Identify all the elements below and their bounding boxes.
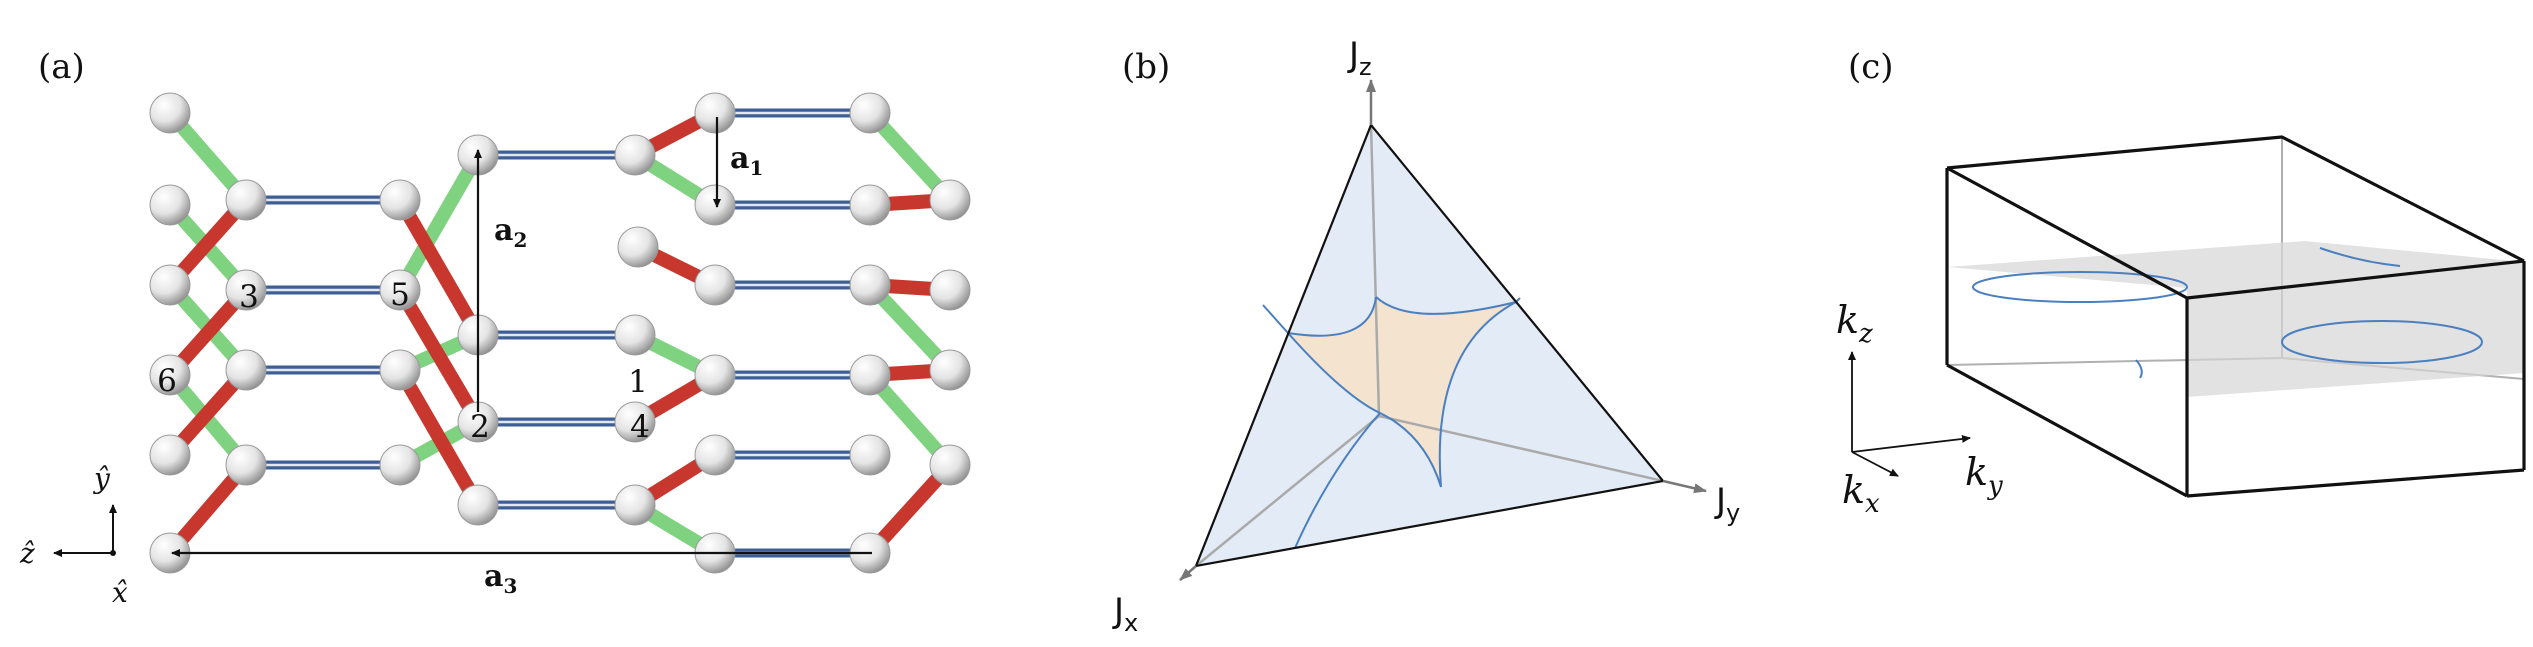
site-label-5: 5 — [390, 277, 410, 313]
lattice-site — [225, 179, 267, 221]
lattice-site — [225, 349, 267, 391]
lattice-site — [149, 184, 191, 226]
jz-label: Jz — [1347, 35, 1372, 81]
coordinate-axes: ŷ ẑ x̂ — [19, 462, 128, 609]
brillouin-box — [1945, 135, 2526, 498]
site-labels: 1 2 3 4 5 6 — [157, 277, 650, 445]
boundary-curve-top — [1375, 296, 1517, 315]
panel-b: (b) Jz Jy Jx — [1112, 35, 1740, 637]
panel-label-b: (b) — [1122, 47, 1170, 87]
lattice-site — [694, 264, 736, 306]
kz-cut-plane — [1948, 241, 2524, 288]
boundary-curve-left — [1287, 296, 1377, 337]
lattice-site — [379, 269, 421, 311]
fermi-contours — [1972, 247, 2483, 379]
lattice-site — [379, 349, 421, 391]
x-bond — [393, 283, 485, 429]
x-bond — [393, 363, 485, 512]
lattice-site — [849, 92, 891, 134]
lattice-site — [849, 354, 891, 396]
lattice-site — [225, 444, 267, 486]
lattice-site — [694, 354, 736, 396]
a2-label: a2 — [494, 213, 527, 252]
phase-boundaries — [1262, 296, 1521, 549]
lattice-site — [929, 269, 971, 311]
lattice-site — [225, 269, 267, 311]
site-label-4: 4 — [630, 409, 650, 445]
site-label-6: 6 — [157, 363, 177, 399]
lattice-sites — [149, 92, 971, 574]
boundary-lower-left — [1294, 412, 1381, 549]
panel-label-c: (c) — [1848, 47, 1894, 87]
x-axis-label: x̂ — [112, 576, 128, 609]
lattice-site — [849, 264, 891, 306]
lattice-site — [929, 349, 971, 391]
jx-axis-arrow — [1179, 565, 1197, 581]
lattice-site — [929, 444, 971, 486]
k-axes: kz ky kx — [1836, 298, 2003, 519]
lattice-site — [614, 314, 656, 356]
fermi-contour-right — [2281, 320, 2483, 364]
lattice-site — [849, 434, 891, 476]
panel-label-a: (a) — [38, 47, 85, 87]
lattice-site — [617, 226, 659, 268]
a1-label: a1 — [730, 141, 763, 180]
lattice-site — [694, 184, 736, 226]
lattice-site — [614, 134, 656, 176]
lattice-site — [149, 264, 191, 306]
ky-label: ky — [1965, 450, 2003, 501]
lattice-site — [379, 179, 421, 221]
lattice-site — [379, 444, 421, 486]
lattice-site — [849, 184, 891, 226]
jy-label: Jy — [1714, 481, 1740, 527]
site-label-2: 2 — [470, 409, 490, 445]
lattice-site — [149, 354, 191, 396]
jx-inner-axis — [1195, 415, 1380, 567]
z-axis-label: ẑ — [19, 537, 35, 570]
fermi-contour-bottom — [2135, 359, 2143, 379]
kz-label: kz — [1836, 298, 1873, 349]
gapless-phase-region — [1288, 297, 1516, 487]
lattice-site — [614, 484, 656, 526]
lattice-site — [149, 92, 191, 134]
y-bond — [393, 148, 485, 297]
lattice-site — [929, 179, 971, 221]
boundary-left-to-edge — [1262, 304, 1289, 334]
jz-inner-axis — [1369, 124, 1381, 417]
triangle-outline — [1194, 122, 1666, 568]
fermi-contour-left — [1972, 271, 2188, 303]
boundary-curve-right — [1438, 301, 1517, 488]
kx-label: kx — [1842, 468, 1880, 519]
fermi-contour-back — [2319, 247, 2401, 267]
lattice-bonds — [163, 106, 957, 560]
lattice-site — [694, 434, 736, 476]
kz-cut-plane-front — [2187, 262, 2524, 397]
lattice-site — [694, 92, 736, 134]
lattice-site — [614, 401, 656, 443]
y-axis-label: ŷ — [92, 462, 111, 495]
jy-axis-arrow — [1662, 479, 1707, 494]
jx-label: Jx — [1112, 591, 1138, 637]
panel-a: (a) a1 a2 a3 ŷ ẑ x̂ 1 2 3 4 5 6 — [19, 47, 971, 609]
lattice-site — [457, 484, 499, 526]
jy-inner-axis — [1378, 414, 1664, 483]
x-bond — [393, 193, 485, 342]
a3-label: a3 — [484, 559, 517, 598]
lattice-site — [149, 434, 191, 476]
site-label-1: 1 — [628, 364, 648, 400]
panel-c: (c) — [1836, 47, 2526, 519]
site-label-3: 3 — [239, 279, 259, 315]
